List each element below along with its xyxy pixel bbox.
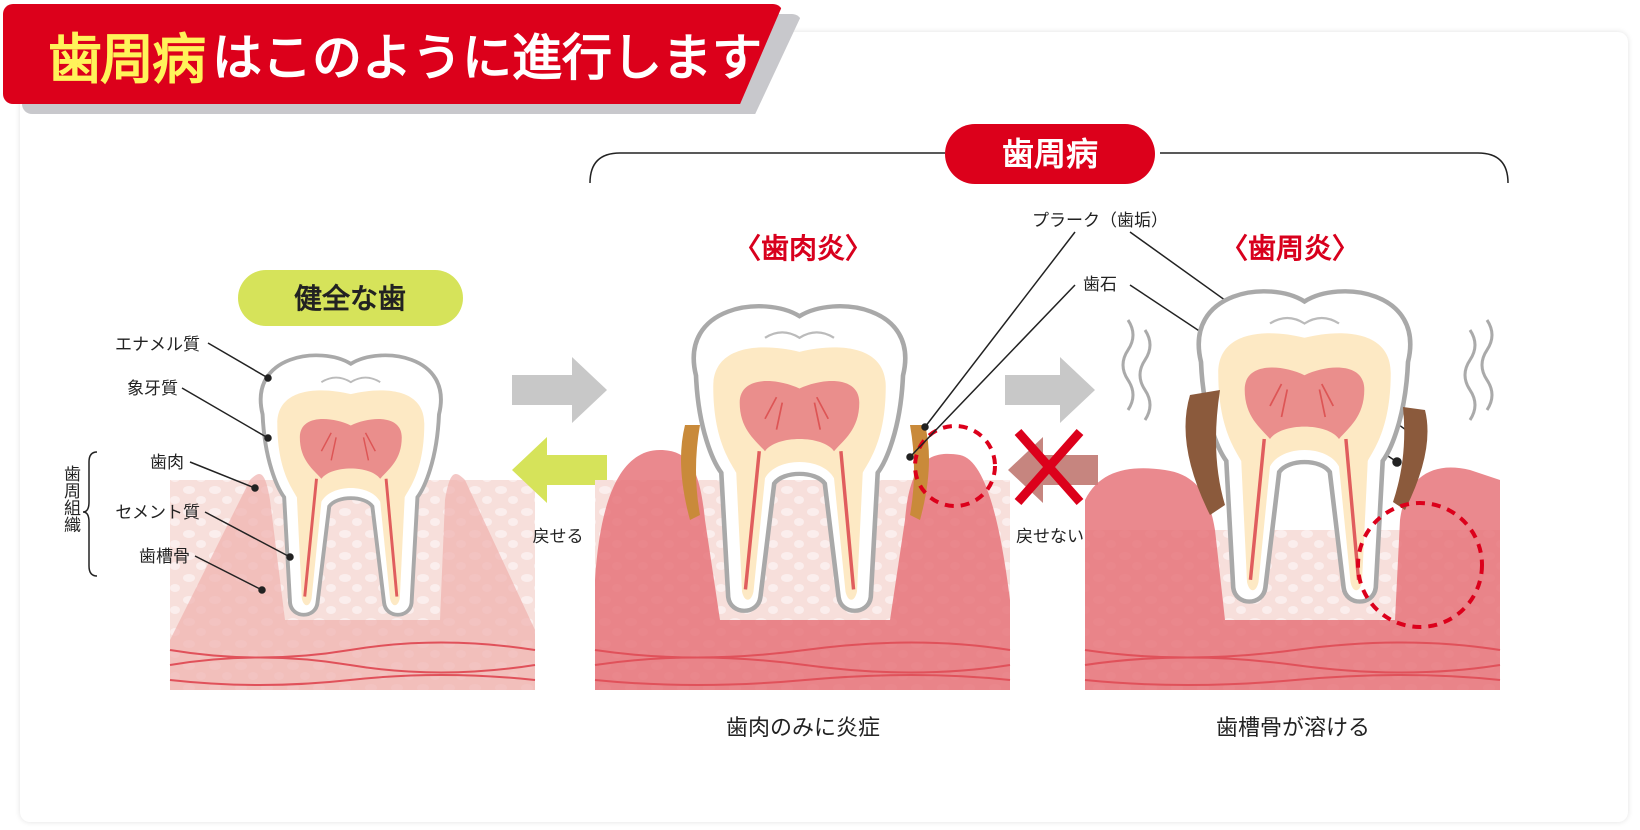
tartar-label: 歯石 — [1083, 275, 1117, 295]
periodontitis-label: 〈歯周炎〉 — [1220, 232, 1360, 265]
odor-wavy-lines-icon — [1121, 319, 1494, 421]
gingivitis-tooth-illustration — [594, 306, 1011, 690]
cross-icon — [1014, 429, 1084, 505]
periodontitis-caption: 歯槽骨が溶ける — [1216, 716, 1370, 741]
dentin-label: 象牙質 — [127, 379, 178, 399]
healthy-badge — [238, 270, 463, 326]
gum-label: 歯肉 — [150, 453, 184, 473]
healthy-label: 健全な歯 — [294, 282, 406, 315]
alveolar-bone-label: 歯槽骨 — [139, 547, 190, 567]
title-banner: 歯周病 はこのように進行します — [3, 4, 783, 104]
reversible-label: 戻せる — [533, 527, 584, 547]
gingivitis-caption: 歯肉のみに炎症 — [726, 716, 880, 741]
title-text: はこのように進行します — [212, 29, 762, 87]
periodontal-disease-badge — [945, 124, 1155, 184]
forward-arrow-icon — [1005, 357, 1095, 423]
cementum-label: セメント質 — [115, 503, 200, 523]
periodontium-label: 歯周組織 — [60, 465, 81, 533]
gingivitis-label: 〈歯肉炎〉 — [733, 232, 873, 265]
enamel-label: エナメル質 — [115, 335, 200, 355]
healthy-tooth-illustration — [169, 353, 536, 690]
periodontal-disease-label: 歯周病 — [1002, 135, 1098, 173]
periodontitis-tooth-illustration — [1084, 291, 1501, 690]
forward-arrow-icon — [512, 357, 607, 423]
title-highlight: 歯周病 — [48, 27, 206, 91]
plaque-label: プラーク（歯垢） — [1032, 211, 1168, 231]
anatomy-labels — [82, 342, 294, 594]
irreversible-label: 戻せない — [1016, 527, 1084, 547]
back-arrow-icon — [512, 437, 607, 503]
group-bracket — [589, 152, 1509, 184]
